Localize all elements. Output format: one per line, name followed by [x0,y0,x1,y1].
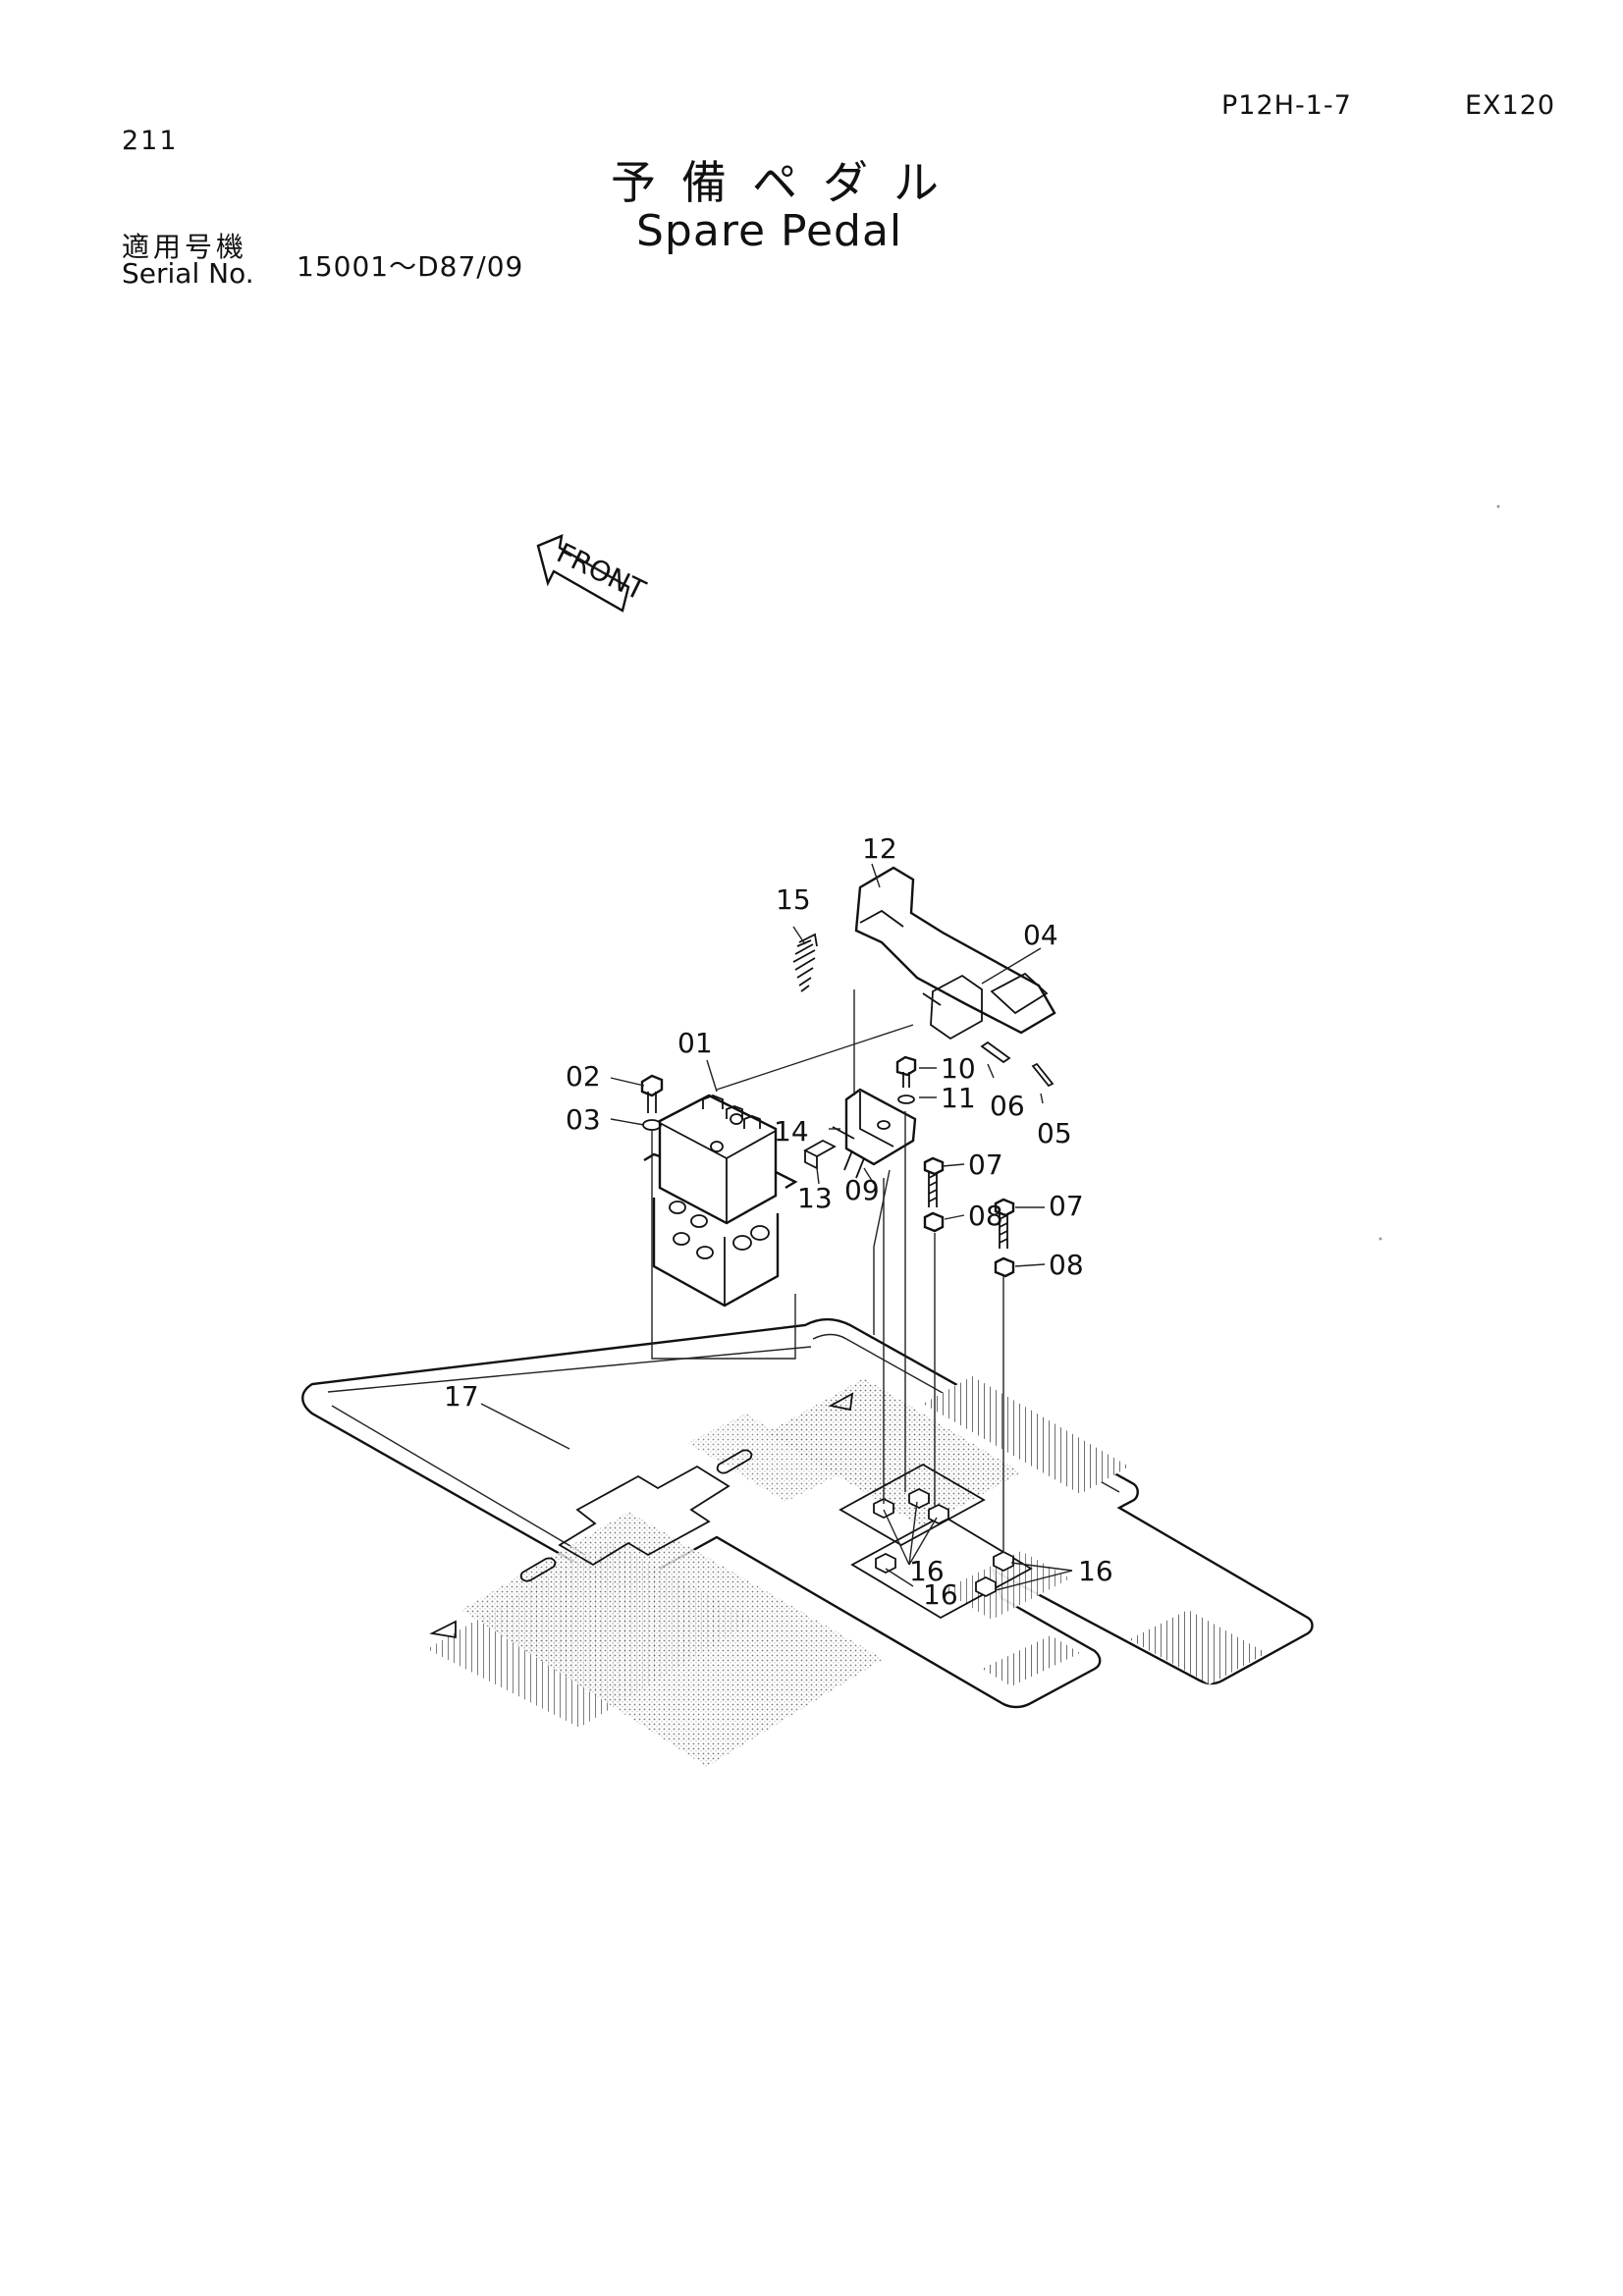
serial-range-value: 15001～D87/09 [297,250,524,283]
pins [980,1041,1055,1088]
page-number: 211 [122,126,179,156]
leader-lines [480,863,1073,1591]
serial-label-japanese: 適用号機 [122,231,248,263]
floor-mat [301,1317,1314,1767]
part-label-03: 03 [566,1103,601,1136]
document-code: P12H-1-7 [1221,90,1352,121]
part-label-10: 10 [941,1052,976,1085]
part-label-08-upper: 08 [968,1200,1003,1232]
pedal-valve [643,1094,798,1308]
assembly-guide-lines [651,989,1004,1553]
part-label-15: 15 [776,883,811,916]
part-label-16-center: 16 [909,1555,945,1587]
page-title-japanese: 予備ペダル [611,156,964,209]
part-label-12: 12 [862,832,897,865]
part-label-16-right: 16 [1078,1555,1113,1587]
bracket-bolt-and-washer [895,1055,917,1104]
part-label-04: 04 [1023,919,1058,951]
part-label-02: 02 [566,1060,601,1093]
part-label-17: 17 [444,1380,479,1413]
part-label-14: 14 [774,1115,809,1148]
bolt-and-washer [640,1074,664,1131]
front-direction-arrow: FRONT [536,534,651,613]
part-label-08-lower: 08 [1049,1249,1084,1281]
part-label-11: 11 [941,1082,976,1114]
part-label-06: 06 [990,1090,1025,1122]
scan-speck [1496,505,1500,508]
serial-label-english: Serial No. [122,257,254,290]
pedal-bracket [843,1088,917,1179]
pedal-arm [854,866,1056,1041]
part-label-16-lower: 16 [923,1578,958,1611]
spring [792,933,818,992]
part-number-labels: 12 15 04 01 02 03 10 11 14 13 09 06 05 0… [444,832,1113,1611]
page-title-english: Spare Pedal [636,206,903,256]
part-label-13: 13 [797,1182,833,1214]
scan-speck [1379,1237,1382,1241]
long-bolts-and-nuts [923,1156,1015,1278]
front-label: FRONT [552,537,651,608]
part-label-09: 09 [844,1174,880,1206]
part-label-07-upper: 07 [968,1148,1003,1181]
part-label-05: 05 [1037,1117,1072,1149]
part-label-07-lower: 07 [1049,1190,1084,1222]
part-label-01: 01 [677,1027,713,1059]
model-name: EX120 [1465,90,1556,121]
